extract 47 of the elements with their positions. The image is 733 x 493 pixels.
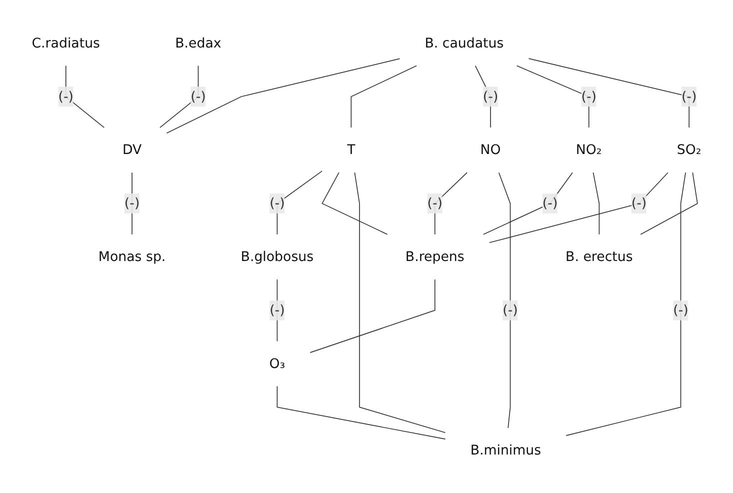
node-label: O₃ [269,355,286,371]
edge-label: (-) [124,193,140,214]
connector-line [354,172,446,433]
node-label: B.minimus [470,442,542,458]
edge-label: (-) [502,300,518,320]
edge-label: (-) [482,86,498,106]
node-label: DV [122,141,142,158]
connector-line [65,64,105,128]
edge-label: (-) [427,193,443,214]
connector-line [276,278,278,342]
edge-label: (-) [58,86,74,106]
connector-line [592,172,600,234]
edge-label: (-) [681,86,697,106]
edge-label: (-) [673,300,688,320]
connector-line [310,278,436,353]
node-label: B.edax [175,34,222,50]
edge-label: (-) [190,86,206,106]
edge-label: (-) [631,193,647,214]
connector-line [434,172,468,234]
node-label: SO₂ [676,141,702,158]
edge-label: (-) [581,86,596,106]
connector-line [528,58,690,128]
edge-label: (-) [542,193,558,214]
node-label: Monas sp. [98,248,166,264]
connector-line [322,172,388,234]
node-label: C.radiatus [32,34,100,50]
connector-line [483,172,573,234]
node-label: B.repens [405,248,464,264]
connector-line [516,64,590,128]
node-label: NO [480,141,501,158]
connector-line [276,170,322,234]
edge-label: (-) [270,300,285,320]
connector-line [566,172,686,436]
node-label: B. caudatus [424,34,504,50]
connector-line [276,385,446,440]
node-label: B.globosus [240,248,314,264]
node-label: T [347,141,356,158]
node-label: NO₂ [576,141,602,158]
connector-line [498,172,511,428]
edge-label: (-) [270,193,285,214]
connector-line [350,64,417,128]
connector-line [166,58,400,134]
connector-line [640,172,698,234]
connector-line [474,64,491,128]
connector-line [488,172,668,243]
node-label: B. erectus [566,248,633,264]
connector-line [160,64,199,128]
